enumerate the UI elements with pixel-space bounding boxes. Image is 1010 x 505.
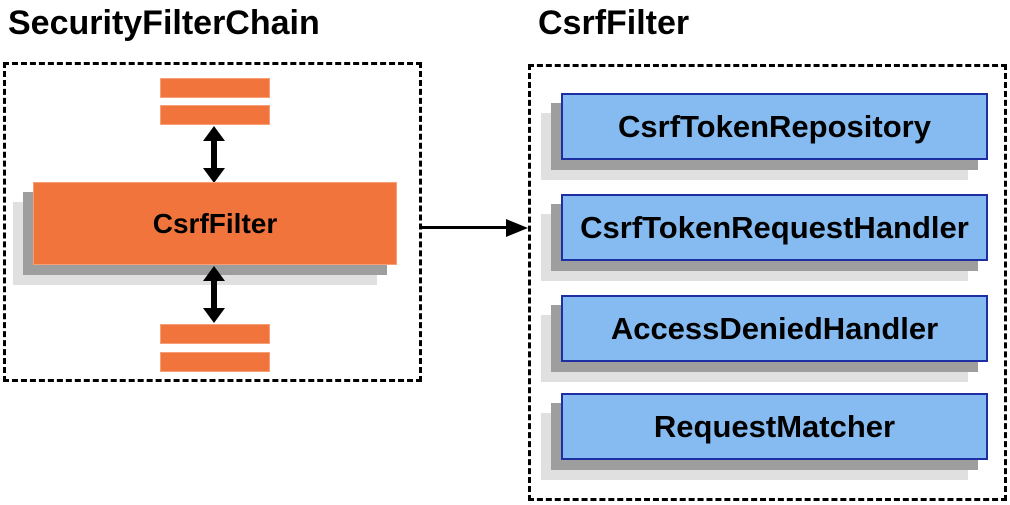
arrow-head-up-icon bbox=[203, 126, 225, 141]
csrf-token-request-handler-label: CsrfTokenRequestHandler bbox=[580, 209, 969, 245]
access-denied-handler-label: AccessDeniedHandler bbox=[610, 310, 939, 346]
flow-arrow-icon bbox=[422, 218, 528, 237]
request-matcher-label: RequestMatcher bbox=[653, 408, 896, 444]
csrf-token-repository-label: CsrfTokenRepository bbox=[618, 108, 931, 144]
csrf-filter-title: CsrfFilter bbox=[538, 4, 690, 42]
filter-placeholder-bar-bottom-1 bbox=[160, 324, 270, 344]
access-denied-handler-node: AccessDeniedHandler bbox=[561, 295, 988, 362]
filter-placeholder-bar-bottom-2 bbox=[160, 352, 270, 372]
bidirectional-arrow-bottom-icon bbox=[203, 266, 225, 323]
csrf-filter-node: CsrfFilter bbox=[33, 182, 397, 265]
arrow-head-down-icon bbox=[203, 308, 225, 323]
filter-placeholder-bar-top-1 bbox=[160, 78, 270, 98]
arrow-head-right-icon bbox=[506, 218, 528, 237]
security-filter-chain-title: SecurityFilterChain bbox=[8, 4, 320, 42]
request-matcher-node: RequestMatcher bbox=[561, 393, 988, 460]
security-filter-chain-box bbox=[3, 62, 422, 382]
arrow-shaft bbox=[211, 281, 217, 308]
arrow-head-down-icon bbox=[203, 168, 225, 183]
csrf-filter-box bbox=[528, 64, 1007, 501]
csrf-token-repository-node: CsrfTokenRepository bbox=[561, 93, 988, 160]
filter-placeholder-bar-top-2 bbox=[160, 105, 270, 125]
arrow-head-up-icon bbox=[203, 266, 225, 281]
csrf-token-request-handler-node: CsrfTokenRequestHandler bbox=[561, 194, 988, 261]
arrow-shaft bbox=[422, 226, 506, 229]
csrf-filter-node-label: CsrfFilter bbox=[152, 207, 278, 239]
bidirectional-arrow-top-icon bbox=[203, 126, 225, 183]
arrow-shaft bbox=[211, 141, 217, 168]
